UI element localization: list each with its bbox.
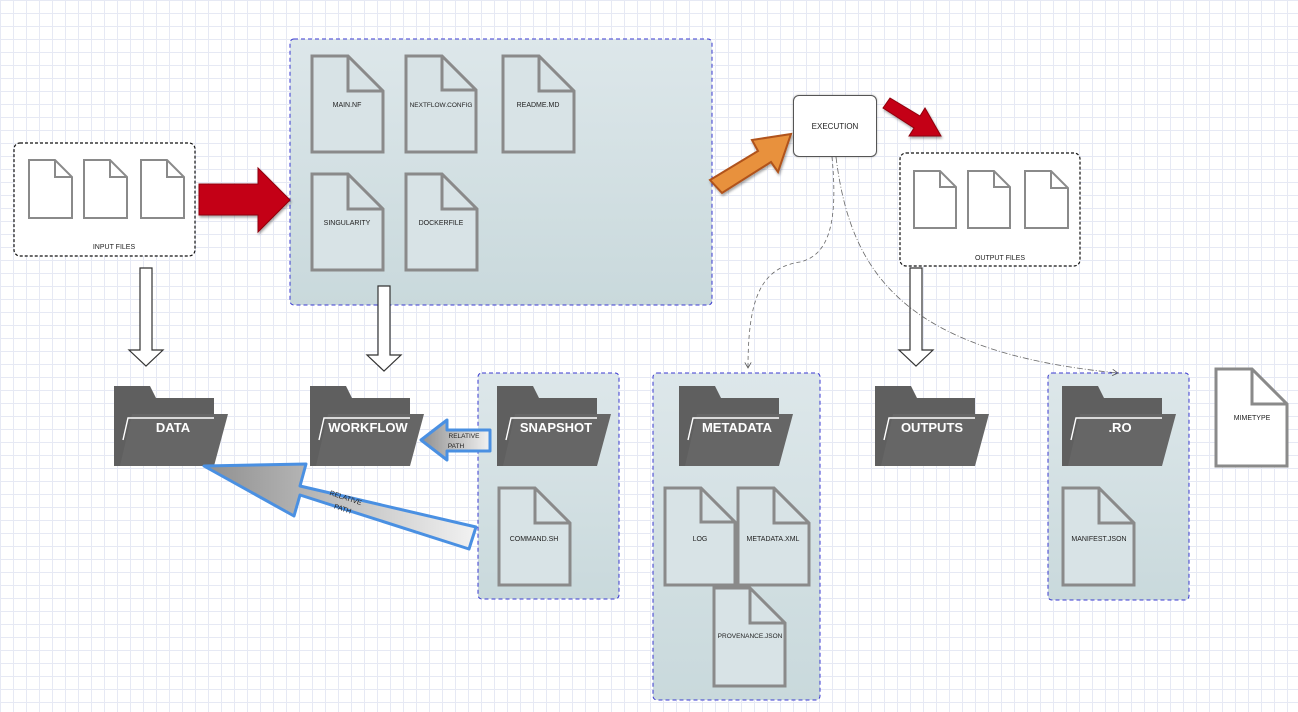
file-command-sh: COMMAND.SH [497, 486, 572, 587]
file-label: MAIN.NF [333, 102, 362, 109]
file-metadata-xml: METADATA.XML [736, 486, 811, 587]
folder-label: WORKFLOW [328, 420, 408, 435]
file-label: COMMAND.SH [510, 536, 559, 543]
input-files-label: INPUT FILES [93, 244, 136, 251]
file-icon [967, 170, 1011, 229]
file-readme-md: README.MD [501, 54, 576, 154]
down-arrow-icon [365, 285, 403, 372]
file-label: NEXTFLOW.CONFIG [410, 102, 473, 109]
file-manifest-json: MANIFEST.JSON [1061, 486, 1136, 587]
folder-metadata-icon: METADATA [679, 386, 793, 466]
folder-snapshot-icon: SNAPSHOT [497, 386, 611, 466]
relative-path-arrow-small [419, 418, 492, 462]
flow-arrow-red [198, 166, 291, 234]
file-label: SINGULARITY [324, 220, 371, 227]
dashed-connector [744, 156, 835, 369]
file-icon [913, 170, 957, 229]
file-icon [140, 159, 185, 219]
file-dockerfile: DOCKERFILE [404, 172, 479, 272]
file-label: METADATA.XML [747, 536, 800, 543]
folder-ro-icon: .RO [1062, 386, 1176, 466]
file-provenance-json: PROVENANCE.JSON [712, 586, 787, 688]
output-files-label: OUTPUT FILES [975, 255, 1025, 262]
relative-path-label: RELATIVE [449, 433, 481, 440]
file-label: DOCKERFILE [419, 220, 464, 227]
folder-label: .RO [1108, 420, 1131, 435]
folder-label: DATA [156, 420, 191, 435]
file-label: PROVENANCE.JSON [718, 633, 783, 640]
execution-label: EXECUTION [811, 121, 859, 131]
file-icon [83, 159, 128, 219]
file-label: README.MD [517, 102, 560, 109]
workflow-files-group [289, 38, 713, 306]
file-label: LOG [693, 536, 708, 543]
file-icon [1024, 170, 1069, 229]
folder-outputs-icon: OUTPUTS [875, 386, 989, 466]
down-arrow-icon [897, 267, 935, 367]
folder-label: METADATA [702, 420, 773, 435]
file-nextflow-config: NEXTFLOW.CONFIG [404, 54, 478, 154]
flow-arrow-orange [708, 132, 793, 195]
folder-workflow-icon: WORKFLOW [310, 386, 424, 466]
relative-path-arrow-large [202, 462, 478, 551]
file-singularity: SINGULARITY [310, 172, 385, 272]
file-icon [28, 159, 73, 219]
execution-box: EXECUTION [793, 95, 877, 157]
file-mimetype: MIMETYPE [1214, 367, 1289, 468]
folder-label: SNAPSHOT [520, 420, 592, 435]
dashed-connector [835, 156, 1119, 377]
file-label: MIMETYPE [1234, 415, 1271, 422]
file-log: LOG [663, 486, 737, 587]
folder-data-icon: DATA [114, 386, 228, 466]
relative-path-label: PATH [448, 443, 465, 450]
file-main-nf: MAIN.NF [310, 54, 385, 154]
file-label: MANIFEST.JSON [1071, 536, 1126, 543]
down-arrow-icon [127, 267, 165, 367]
folder-label: OUTPUTS [901, 420, 963, 435]
flow-arrow-red-small [882, 97, 942, 137]
